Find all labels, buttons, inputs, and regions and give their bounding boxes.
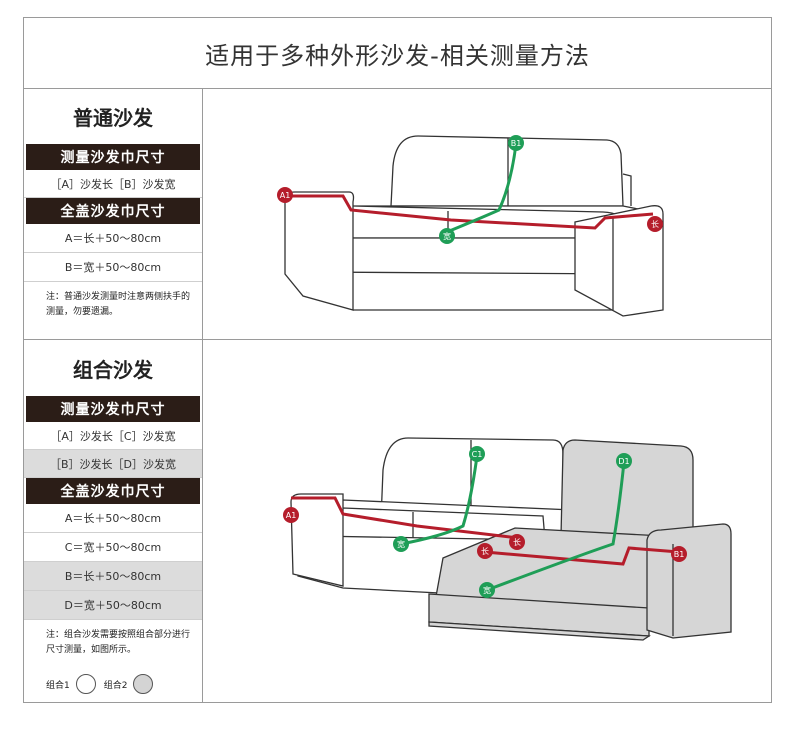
page-title: 适用于多种外形沙发-相关测量方法 — [24, 18, 771, 89]
svg-text:宽: 宽 — [397, 539, 405, 549]
marker-b1: B1 — [508, 135, 524, 151]
marker-width-2: 宽 — [479, 582, 495, 598]
measure-dimension-row-2: ［B］沙发长［D］沙发宽 — [24, 450, 202, 478]
combination-sofa-note: 注：组合沙发需要按照组合部分进行尺寸测量，如图所示。 — [46, 630, 191, 655]
regular-sofa-note: 注：普通沙发测量时注意两侧扶手的测量，勿要遗漏。 — [46, 292, 191, 317]
formula-c: C＝宽＋50～80cm — [24, 533, 202, 562]
svg-text:B1: B1 — [511, 139, 522, 148]
marker-c1: C1 — [469, 446, 485, 462]
measure-dimension-row: ［A］沙发长［B］沙发宽 — [24, 170, 202, 198]
svg-text:B1: B1 — [674, 550, 685, 559]
right-arm-2 — [646, 523, 732, 639]
svg-text:宽: 宽 — [443, 231, 451, 241]
right-arm — [574, 205, 664, 317]
formula-a-2: A＝长＋50～80cm — [24, 504, 202, 533]
svg-text:长: 长 — [651, 219, 659, 229]
combination-sofa-diagram: A1 C1 D1 宽 长 长 — [203, 340, 771, 702]
svg-text:A1: A1 — [280, 191, 291, 200]
marker-length: 长 — [647, 216, 663, 232]
marker-length-2: 长 — [477, 543, 493, 559]
regular-sofa-panel: 普通沙发 测量沙发巾尺寸 ［A］沙发长［B］沙发宽 全盖沙发巾尺寸 A＝长＋50… — [24, 88, 203, 340]
formula-b: B＝宽＋50～80cm — [24, 253, 202, 282]
marker-width-1: 宽 — [393, 536, 409, 552]
regular-sofa-illustration: A1 B1 宽 长 — [277, 135, 664, 317]
svg-text:D1: D1 — [618, 457, 629, 466]
marker-width: 宽 — [439, 228, 455, 244]
marker-b1-2: B1 — [671, 546, 687, 562]
marker-d1: D1 — [616, 453, 632, 469]
legend-swatch-gray — [133, 674, 154, 694]
combination-sofa-illustration: A1 C1 D1 宽 长 长 — [283, 437, 732, 641]
svg-text:宽: 宽 — [483, 585, 491, 595]
regular-sofa-heading: 普通沙发 — [73, 105, 153, 130]
measure-size-header-2: 测量沙发巾尺寸 — [26, 396, 200, 422]
combination-legend: 组合1 组合2 — [46, 674, 161, 694]
cover-size-header: 全盖沙发巾尺寸 — [26, 198, 200, 224]
svg-text:C1: C1 — [472, 450, 483, 459]
measure-size-header: 测量沙发巾尺寸 — [26, 144, 200, 170]
left-arm-1 — [290, 493, 344, 587]
svg-text:A1: A1 — [286, 511, 297, 520]
formula-d: D＝宽＋50～80cm — [24, 591, 202, 620]
cover-size-header-2: 全盖沙发巾尺寸 — [26, 478, 200, 504]
legend-label-2: 组合2 — [103, 680, 128, 691]
regular-sofa-diagram: A1 B1 宽 长 — [203, 88, 771, 340]
legend-label-1: 组合1 — [46, 680, 70, 691]
measurement-guide: 适用于多种外形沙发-相关测量方法 普通沙发 测量沙发巾尺寸 ［A］沙发长［B］沙… — [23, 17, 772, 703]
combination-sofa-panel: 组合沙发 测量沙发巾尺寸 ［A］沙发长［C］沙发宽 ［B］沙发长［D］沙发宽 全… — [24, 340, 203, 702]
formula-b-2: B＝长＋50～80cm — [24, 562, 202, 591]
combination-sofa-heading: 组合沙发 — [73, 357, 153, 382]
measure-dimension-row-1: ［A］沙发长［C］沙发宽 — [24, 422, 202, 450]
marker-a1: A1 — [277, 187, 293, 203]
back-cushion-2 — [560, 439, 694, 537]
svg-text:长: 长 — [513, 537, 521, 547]
formula-a: A＝长＋50～80cm — [24, 224, 202, 253]
svg-text:长: 长 — [481, 546, 489, 556]
left-arm — [284, 191, 355, 311]
legend-swatch-white — [75, 674, 96, 694]
marker-length-1: 长 — [509, 534, 525, 550]
marker-a1-2: A1 — [283, 507, 299, 523]
back-cushion — [390, 135, 624, 207]
